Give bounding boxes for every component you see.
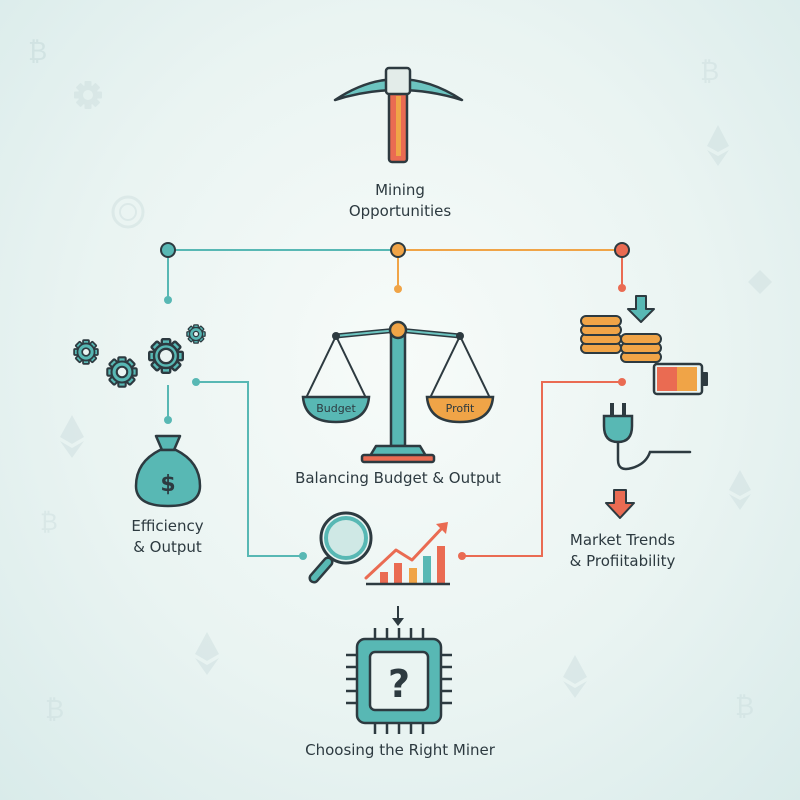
background-coin-icon <box>111 195 145 229</box>
profit-pan-label: Profit <box>446 402 475 415</box>
svg-text:₿: ₿ <box>700 57 719 87</box>
arrow-down-icon <box>605 489 635 519</box>
node-dot <box>164 416 172 424</box>
label-line: Mining <box>375 181 425 199</box>
background-ethereum-icon <box>729 470 751 510</box>
connector-left-to-analysis <box>196 381 303 557</box>
node-dot <box>192 378 200 386</box>
label-line: Opportunities <box>348 202 452 220</box>
label-market-trends: Market Trends & Profiitability <box>545 530 700 572</box>
label-balancing-budget-output: Balancing Budget & Output <box>295 469 501 487</box>
label-choosing-right-miner: Choosing the Right Miner <box>305 741 495 759</box>
label-line: & Profiitability <box>569 552 676 570</box>
svg-text:₿: ₿ <box>40 508 58 536</box>
svg-text:₿: ₿ <box>28 37 47 67</box>
background-gear-icon <box>74 81 102 109</box>
battery-icon <box>652 362 708 396</box>
coin-stacks-icon <box>580 315 662 363</box>
magnifier-icon <box>308 511 373 584</box>
node-dot <box>458 552 466 560</box>
connector-left-branch <box>167 249 398 300</box>
connector-nodes <box>160 242 630 560</box>
question-mark: ? <box>388 662 410 706</box>
background-ethereum-icon <box>60 415 84 458</box>
pickaxe-icon <box>333 66 464 164</box>
label-efficiency-output: Efficiency & Output <box>95 516 240 558</box>
mini-bar-chart <box>364 522 450 586</box>
node-left <box>160 242 176 258</box>
background-bitcoin-icon: ₿ <box>28 37 47 67</box>
arrow-down-icon <box>392 606 404 626</box>
money-bag-icon: $ <box>134 434 202 508</box>
connector-lines <box>167 249 623 557</box>
background-ethereum-icon <box>563 655 587 698</box>
node-dot <box>299 552 307 560</box>
label-mining-opportunities: Mining Opportunities <box>300 180 500 222</box>
coin-stack-right <box>620 333 662 363</box>
background-bitcoin-icon: ₿ <box>45 695 64 725</box>
svg-text:₿: ₿ <box>735 692 754 722</box>
background-decorations: ₿ ₿ ₿ ₿ <box>28 37 772 725</box>
background-bitcoin-icon: ₿ <box>735 692 754 722</box>
chip-icon: ? <box>346 628 452 734</box>
coin-stack-left <box>580 315 622 354</box>
connector-right-to-analysis <box>462 381 622 557</box>
node-dot <box>618 378 626 386</box>
node-dot <box>164 296 172 304</box>
label-line: & Output <box>133 538 202 556</box>
budget-pan-label: Budget <box>316 402 356 415</box>
background-ethereum-icon <box>195 632 219 675</box>
dollar-sign: $ <box>160 472 175 497</box>
node-dot <box>394 285 402 293</box>
label-line: Efficiency <box>131 517 204 535</box>
background-bitcoin-icon: ₿ <box>40 508 58 536</box>
svg-text:₿: ₿ <box>45 695 64 725</box>
market-analysis-icon <box>308 511 450 586</box>
background-diamond-icon <box>748 270 772 294</box>
balance-scale-icon: Budget Profit <box>301 320 495 464</box>
chip-pins <box>346 628 452 734</box>
node-right <box>614 242 630 258</box>
gears-icon <box>73 324 206 388</box>
node-center <box>390 242 406 258</box>
label-line: Market Trends <box>569 531 676 549</box>
background-bitcoin-icon: ₿ <box>700 57 719 87</box>
arrow-down-icon <box>627 295 655 323</box>
power-plug-icon <box>602 403 692 471</box>
node-dot <box>618 284 626 292</box>
background-ethereum-icon <box>707 125 729 166</box>
